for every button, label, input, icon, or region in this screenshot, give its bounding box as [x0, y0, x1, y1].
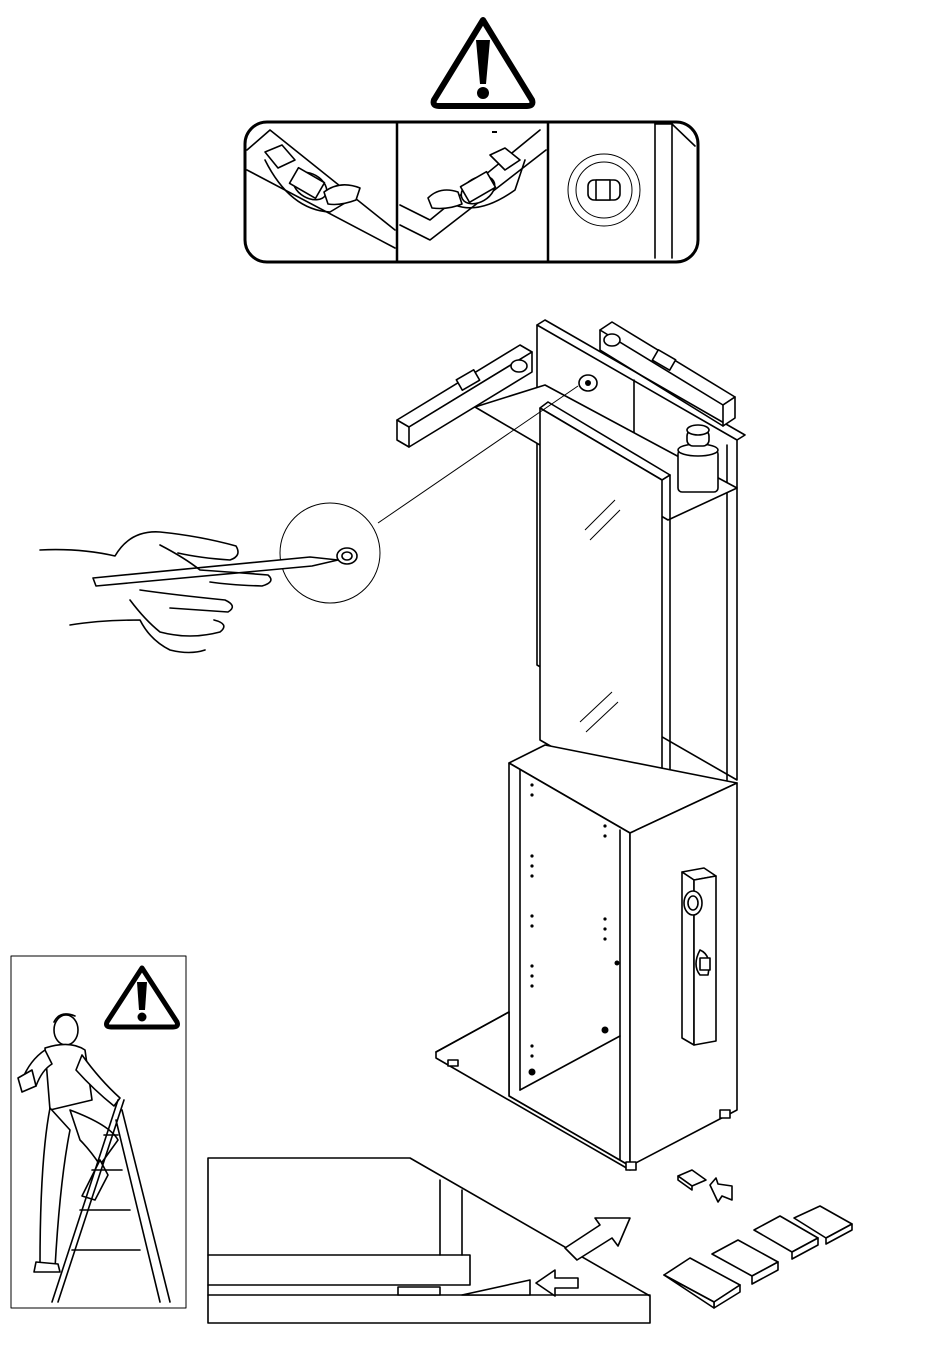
level-panel-left [247, 130, 395, 248]
level-panel-middle [400, 130, 546, 240]
arrow-icon [536, 1270, 578, 1296]
cabinet-assembly [378, 320, 745, 1170]
step-ladder-figure-icon [18, 1014, 170, 1302]
leveling-detail-view [208, 1158, 650, 1323]
warning-triangle-icon [434, 20, 533, 106]
arrow-icon [710, 1178, 732, 1202]
leveling-shims [664, 1170, 852, 1308]
pencil-hand-icon [40, 503, 380, 653]
ladder-safety-panel [11, 956, 186, 1308]
arrow-icon [565, 1218, 630, 1260]
level-check-panels [245, 122, 698, 262]
level-panel-right [568, 124, 695, 258]
spirit-level-icon [682, 868, 716, 1045]
warning-triangle-icon [107, 968, 178, 1027]
